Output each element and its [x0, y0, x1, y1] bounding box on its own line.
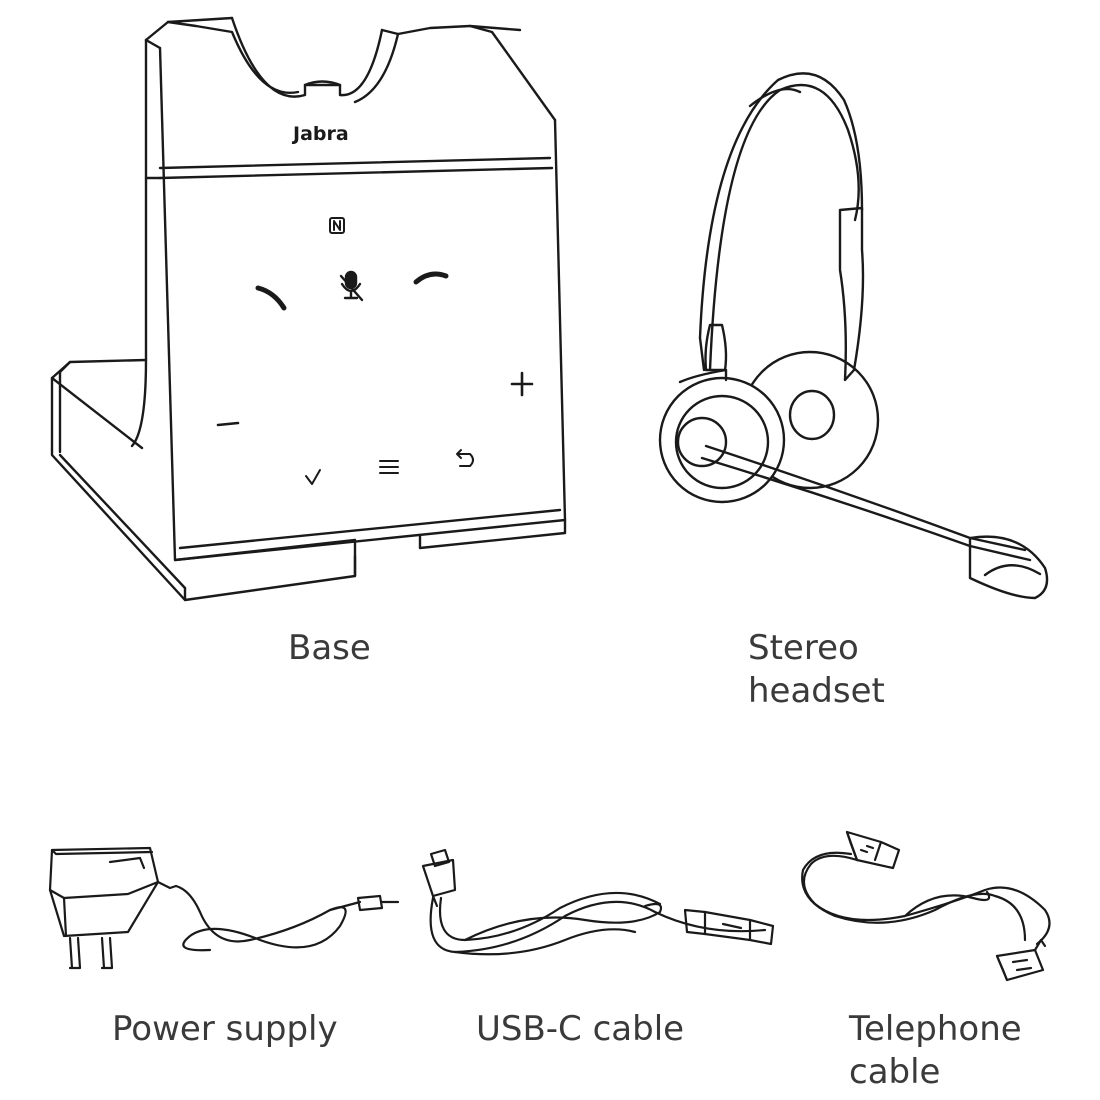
- headset-caption-line2: headset: [748, 671, 885, 711]
- back-icon[interactable]: [456, 449, 474, 467]
- base-brand-logo: Jabra: [291, 123, 349, 145]
- usb-a-plug: [683, 908, 775, 946]
- power-cable: [156, 880, 400, 952]
- base-illustration: Jabra: [0, 0, 600, 620]
- right-slider: [838, 206, 865, 382]
- telephone-cable-illustration: [795, 820, 1085, 990]
- left-earcup: [658, 368, 786, 504]
- base-body: [130, 38, 567, 578]
- power-supply-caption: Power supply: [112, 1009, 338, 1049]
- minus-icon[interactable]: [216, 421, 240, 427]
- base-caption: Base: [288, 628, 371, 668]
- microphone-boom: [700, 444, 1049, 600]
- usb-c-cable-caption: USB-C cable: [476, 1009, 685, 1049]
- power-supply-illustration: [40, 840, 410, 980]
- nfc-icon: [329, 217, 345, 234]
- check-icon[interactable]: [305, 469, 321, 485]
- rj-plug-top: [845, 830, 901, 870]
- rj-plug-bottom: [995, 938, 1047, 982]
- headset-caption-line1: Stereo: [748, 628, 859, 668]
- telephone-cable-caption-line2: cable: [849, 1052, 941, 1092]
- telephone-cord: [801, 851, 1051, 946]
- usb-cable-loop: [429, 891, 767, 956]
- microphone-mute-icon[interactable]: [339, 270, 364, 302]
- usb-c-cable-illustration: [405, 840, 785, 980]
- telephone-cable-caption-line1: Telephone: [849, 1009, 1022, 1049]
- end-call-icon[interactable]: [413, 271, 449, 285]
- stereo-headset-illustration: [640, 70, 1070, 620]
- plus-icon[interactable]: [510, 371, 534, 397]
- answer-call-icon[interactable]: [255, 285, 287, 311]
- base-headset-slot: [144, 16, 557, 122]
- usb-c-plug: [421, 848, 457, 908]
- menu-icon[interactable]: [379, 460, 399, 474]
- headband: [698, 72, 864, 372]
- power-adapter: [48, 846, 160, 970]
